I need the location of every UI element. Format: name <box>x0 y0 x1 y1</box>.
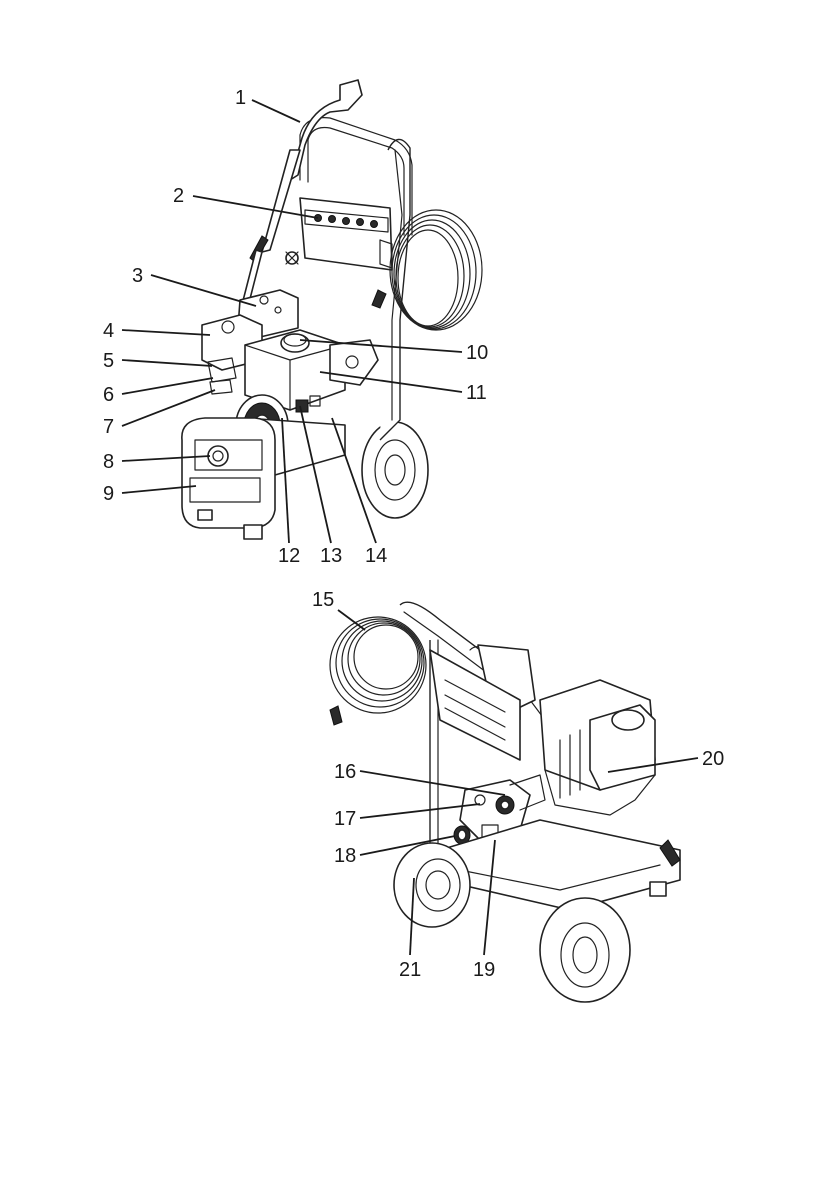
callout-15: 15 <box>312 590 334 610</box>
front-view-washer <box>182 80 482 539</box>
callout-2: 2 <box>173 186 184 206</box>
rear-view-washer <box>330 602 680 1002</box>
callout-11: 11 <box>466 383 487 403</box>
callout-20: 20 <box>702 749 724 769</box>
callout-7: 7 <box>103 417 114 437</box>
callout-8: 8 <box>103 452 114 472</box>
callout-9: 9 <box>103 484 114 504</box>
callout-5: 5 <box>103 351 114 371</box>
callout-19: 19 <box>473 960 495 980</box>
nozzle-holder-board <box>300 198 392 270</box>
front-panel <box>182 418 275 539</box>
callout-6: 6 <box>103 385 114 405</box>
callout-14: 14 <box>365 546 387 566</box>
callout-1: 1 <box>235 88 246 108</box>
callout-13: 13 <box>320 546 342 566</box>
callout-4: 4 <box>103 321 114 341</box>
rear-view-wheel-right <box>540 898 630 1002</box>
coiled-hose-rear <box>330 617 426 725</box>
callout-18: 18 <box>334 846 356 866</box>
rear-view-wheel-left <box>394 843 470 927</box>
front-view-wheel <box>362 422 428 518</box>
callout-10: 10 <box>466 343 488 363</box>
callout-21: 21 <box>399 960 421 980</box>
callout-3: 3 <box>132 266 143 286</box>
callout-12: 12 <box>278 546 300 566</box>
engine-rear <box>540 680 655 815</box>
callout-16: 16 <box>334 762 356 782</box>
callout-17: 17 <box>334 809 356 829</box>
